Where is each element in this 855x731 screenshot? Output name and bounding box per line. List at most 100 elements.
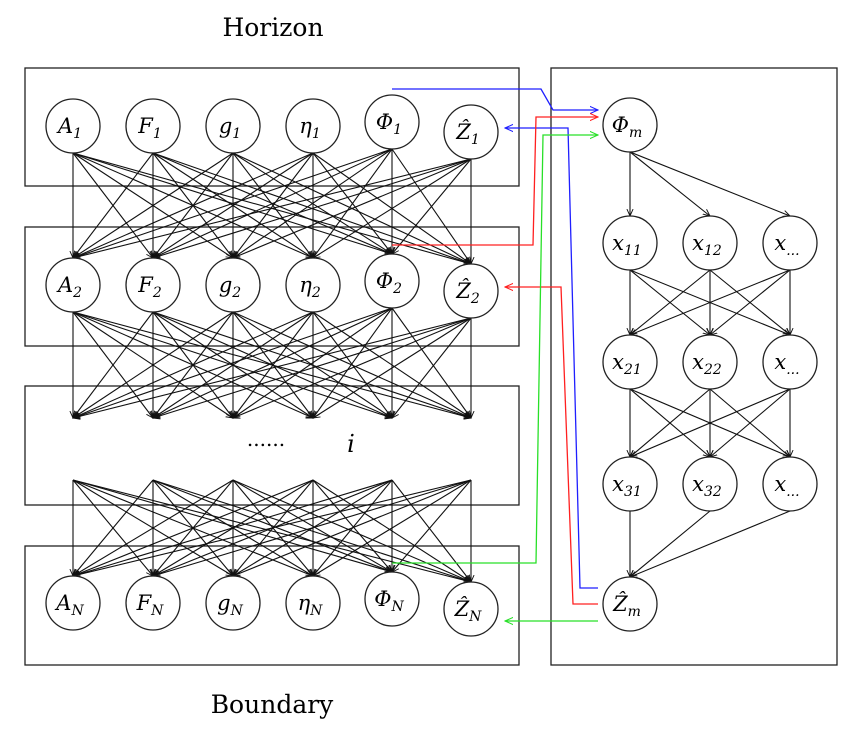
edge-l2-hidden — [233, 307, 393, 418]
mlp-row-3-col-2-x-32-node: x32 — [682, 456, 738, 512]
edge-l1-l2 — [233, 158, 472, 258]
node-label: FN — [136, 591, 165, 619]
edge-l2-hidden — [392, 317, 472, 418]
middle-dots: ...... — [247, 427, 285, 451]
mlp-row-1-col-2-x-12-node: x12 — [682, 215, 738, 271]
node-label: Ẑ1 — [455, 120, 480, 148]
node-label: x... — [774, 231, 799, 259]
node-circle — [762, 456, 818, 512]
edge-hidden-lN — [392, 479, 472, 572]
node-circle — [205, 257, 261, 313]
mlp-row-1-col-3-x--node: x... — [762, 215, 818, 271]
layer-2-eta-2-node: η2 — [285, 257, 341, 313]
node-circle — [364, 571, 420, 627]
node-label: Φm — [612, 113, 643, 141]
edge-l1-l2 — [153, 148, 393, 259]
layer-2-phi-2-node: Φ2 — [364, 253, 420, 309]
layer-2-zhat-2-node: Ẑ2 — [443, 263, 499, 319]
node-circle — [125, 98, 181, 154]
node-label: x... — [774, 350, 799, 378]
edge-hidden-lN — [152, 479, 392, 572]
edge-x2-x3 — [630, 388, 791, 457]
edge-l1-l2 — [392, 158, 472, 254]
layer-3-phi-n-node: ΦN — [364, 571, 420, 627]
phi1-to-phim-link — [392, 88, 598, 110]
boundary-label: Boundary — [211, 690, 334, 719]
node-circle — [205, 575, 261, 631]
node-label: ẐN — [454, 597, 483, 625]
edge-l1-l2 — [233, 152, 314, 258]
edge-hidden-lN — [152, 479, 471, 582]
cross-link-edges — [392, 88, 598, 621]
edge-l1-l2 — [73, 152, 234, 258]
node-circle — [762, 215, 818, 271]
zm-to-z2-link — [505, 287, 598, 605]
middle-index: i — [347, 430, 355, 458]
zm-to-z1-link — [505, 128, 598, 589]
node-label: x... — [774, 472, 799, 500]
layer-1-eta-1-node: η1 — [285, 98, 341, 154]
mlp-phi-m-node: Φm — [602, 97, 658, 153]
layer-1-phi-1-node: Φ1 — [364, 94, 420, 150]
edge-l2-hidden — [233, 311, 314, 418]
node-circle — [205, 98, 261, 154]
node-label: g1 — [219, 114, 241, 142]
layer-3-g-n-node: gN — [205, 575, 261, 631]
node-label: F1 — [137, 114, 162, 142]
node-circle — [602, 97, 658, 153]
node-label: Φ2 — [376, 269, 402, 297]
edge-x1-x2 — [630, 269, 791, 335]
edge-l2-hidden — [73, 311, 314, 419]
node-circle — [443, 581, 499, 637]
edge-hidden-lN — [73, 479, 314, 576]
node-circle — [45, 257, 101, 313]
mlp-row-2-col-2-x-22-node: x22 — [682, 334, 738, 390]
node-circle — [682, 456, 738, 512]
horizon-layer-box — [24, 67, 520, 187]
node-label: x21 — [612, 350, 642, 378]
node-label: η1 — [299, 114, 321, 142]
node-label: g2 — [219, 273, 241, 301]
node-circle — [602, 456, 658, 512]
node-circle — [443, 263, 499, 319]
edge-l1-l2 — [153, 152, 314, 258]
edge-l1-l2 — [313, 158, 472, 258]
node-circle — [762, 334, 818, 390]
node-label: x31 — [612, 472, 642, 500]
edge-l2-hidden — [313, 307, 393, 418]
node-circle — [602, 334, 658, 390]
phi2-to-phim-link — [392, 117, 598, 246]
mlp-row-3-col-1-x-31-node: x31 — [602, 456, 658, 512]
edge-l2-hidden — [312, 311, 392, 418]
node-label: F2 — [137, 273, 162, 301]
layer-1-g-1-node: g1 — [205, 98, 261, 154]
edge-hidden-lN — [233, 479, 472, 576]
mlp-box — [550, 67, 838, 666]
node-circle — [602, 215, 658, 271]
node-label: Ẑ2 — [455, 279, 480, 307]
node-circle — [602, 576, 658, 632]
edge-l1-l2 — [233, 148, 393, 258]
layer-1-a-1-node: A1 — [45, 98, 101, 154]
node-label: gN — [217, 591, 243, 619]
node-label: ηN — [298, 591, 324, 619]
edge-l2-hidden — [73, 307, 393, 418]
node-label: x11 — [612, 231, 642, 259]
edge-hidden-lN — [153, 479, 472, 576]
edge-l2-hidden — [73, 311, 154, 418]
edge-l1-l2 — [73, 152, 314, 258]
edge-x3-zm — [630, 510, 791, 577]
node-circle — [682, 215, 738, 271]
phiN-to-phim-link — [392, 135, 598, 564]
node-circle — [364, 253, 420, 309]
boundary-layer-box — [24, 545, 520, 666]
edge-l1-l2 — [73, 152, 154, 258]
edge-hidden-lN — [391, 479, 471, 582]
edge-hidden-lN — [232, 479, 471, 582]
edge-x1-x2 — [710, 269, 791, 335]
layer-2-f-2-node: F2 — [125, 257, 181, 313]
edge-l2-hidden — [153, 311, 314, 418]
layer-3-eta-n-node: ηN — [285, 575, 341, 631]
network-edges — [73, 148, 791, 582]
edge-hidden-lN — [73, 479, 393, 576]
